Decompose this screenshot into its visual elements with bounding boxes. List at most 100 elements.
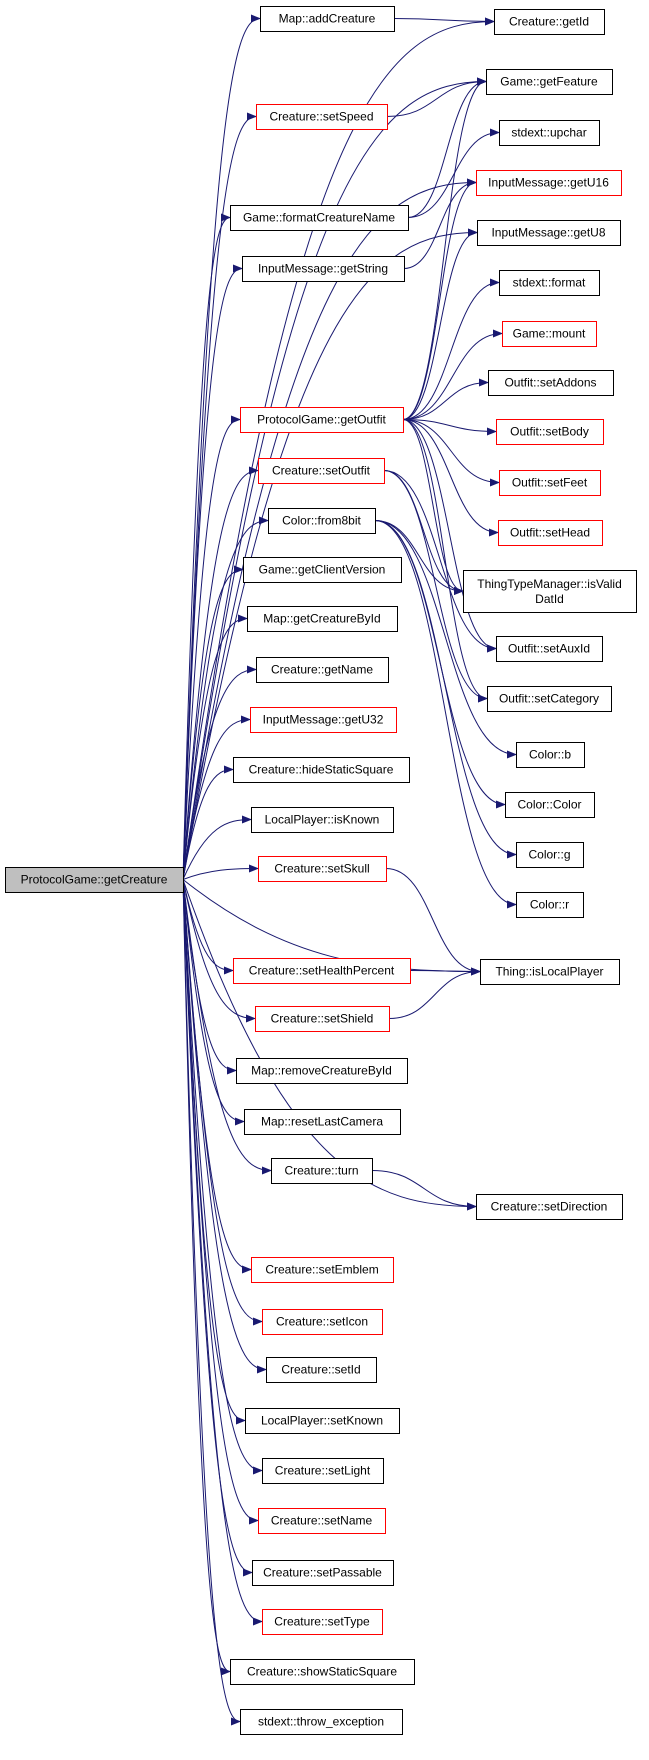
node-creature-get-name[interactable]: Creature::getName	[256, 657, 389, 683]
node-box-stdext-format	[499, 270, 600, 296]
node-box-outfit-set-addons	[488, 370, 614, 396]
node-outfit-set-body[interactable]: Outfit::setBody	[496, 419, 604, 445]
node-creature-hide-static-square[interactable]: Creature::hideStaticSquare	[233, 757, 410, 783]
node-box-creature-set-passable	[252, 1560, 394, 1586]
node-box-map-remove-creature-by-id	[236, 1058, 408, 1084]
node-stdext-throw-exception[interactable]: stdext::throw_exception	[240, 1709, 403, 1735]
node-creature-get-id[interactable]: Creature::getId	[494, 9, 605, 35]
node-map-reset-last-camera[interactable]: Map::resetLastCamera	[244, 1109, 401, 1135]
node-creature-set-direction[interactable]: Creature::setDirection	[476, 1194, 623, 1220]
node-box-color-g	[516, 842, 584, 868]
node-box-color-color	[505, 792, 595, 818]
node-box-creature-set-health-percent	[233, 958, 411, 984]
node-map-remove-creature-by-id[interactable]: Map::removeCreatureById	[236, 1058, 408, 1084]
node-outfit-set-head[interactable]: Outfit::setHead	[498, 520, 603, 546]
node-input-message-get-u8[interactable]: InputMessage::getU8	[477, 220, 621, 246]
edge-protocol-game-get-outfit-to-thing-type-manager-is-valid-dat-id	[402, 419, 464, 595]
node-label-local-player-is-known: LocalPlayer::isKnown	[265, 813, 380, 827]
node-label-stdext-format: stdext::format	[513, 276, 586, 290]
node-box-root	[5, 867, 184, 893]
edge-root-to-map-reset-last-camera	[182, 879, 245, 1126]
edge-root-to-creature-get-id	[182, 17, 495, 880]
node-protocol-game-get-outfit[interactable]: ProtocolGame::getOutfit	[240, 407, 404, 433]
node-label-root: ProtocolGame::getCreature	[21, 873, 168, 887]
node-label-creature-set-direction: Creature::setDirection	[491, 1200, 608, 1214]
node-outfit-set-addons[interactable]: Outfit::setAddons	[488, 370, 614, 396]
node-outfit-set-aux-id[interactable]: Outfit::setAuxId	[496, 636, 603, 662]
edge-root-to-color-from8bit	[182, 516, 269, 880]
edge-root-to-protocol-game-get-outfit	[182, 415, 241, 880]
node-outfit-set-feet[interactable]: Outfit::setFeet	[499, 470, 601, 496]
node-color-b[interactable]: Color::b	[516, 742, 585, 768]
edge-root-to-creature-turn	[182, 879, 272, 1175]
edge-protocol-game-get-outfit-to-input-message-get-u16	[402, 178, 477, 420]
node-creature-set-health-percent[interactable]: Creature::setHealthPercent	[233, 958, 411, 984]
node-box-input-message-get-u32	[250, 707, 397, 733]
node-color-r[interactable]: Color::r	[516, 892, 584, 918]
edge-root-to-creature-set-outfit	[182, 466, 259, 880]
edge-root-to-map-get-creature-by-id	[182, 614, 248, 880]
node-creature-set-skull[interactable]: Creature::setSkull	[258, 856, 387, 882]
node-local-player-set-known[interactable]: LocalPlayer::setKnown	[245, 1408, 400, 1434]
edge-root-to-local-player-is-known	[182, 815, 252, 880]
node-root[interactable]: ProtocolGame::getCreature	[5, 867, 184, 893]
node-box-game-get-client-version	[243, 557, 402, 583]
edge-creature-set-outfit-to-outfit-set-aux-id	[383, 470, 497, 653]
node-creature-set-shield[interactable]: Creature::setShield	[255, 1006, 390, 1032]
node-creature-set-icon[interactable]: Creature::setIcon	[262, 1309, 383, 1335]
edge-root-to-creature-set-icon	[182, 879, 263, 1326]
edge-root-to-creature-set-type	[182, 879, 263, 1626]
node-input-message-get-u32[interactable]: InputMessage::getU32	[250, 707, 397, 733]
node-label-map-add-creature: Map::addCreature	[279, 12, 376, 26]
node-label-outfit-set-feet: Outfit::setFeet	[512, 476, 588, 490]
node-color-g[interactable]: Color::g	[516, 842, 584, 868]
node-creature-turn[interactable]: Creature::turn	[271, 1158, 373, 1184]
node-stdext-upchar[interactable]: stdext::upchar	[499, 120, 600, 146]
node-local-player-is-known[interactable]: LocalPlayer::isKnown	[251, 807, 394, 833]
edge-root-to-creature-set-health-percent	[182, 879, 234, 975]
node-creature-set-id[interactable]: Creature::setId	[266, 1357, 377, 1383]
node-stdext-format[interactable]: stdext::format	[499, 270, 600, 296]
edge-root-to-creature-set-name	[182, 879, 259, 1525]
node-creature-set-outfit[interactable]: Creature::setOutfit	[258, 458, 385, 484]
node-label-creature-show-static-square: Creature::showStaticSquare	[247, 1665, 397, 1679]
node-box-map-get-creature-by-id	[247, 606, 398, 632]
node-creature-set-speed[interactable]: Creature::setSpeed	[256, 104, 388, 130]
node-creature-set-passable[interactable]: Creature::setPassable	[252, 1560, 394, 1586]
node-game-get-client-version[interactable]: Game::getClientVersion	[243, 557, 402, 583]
node-creature-set-light[interactable]: Creature::setLight	[262, 1458, 384, 1484]
node-input-message-get-string[interactable]: InputMessage::getString	[242, 256, 405, 282]
edge-map-add-creature-to-creature-get-id	[393, 17, 495, 26]
node-game-format-creature-name[interactable]: Game::formatCreatureName	[230, 205, 409, 231]
node-creature-show-static-square[interactable]: Creature::showStaticSquare	[230, 1659, 415, 1685]
node-box-map-add-creature	[260, 6, 395, 32]
node-map-get-creature-by-id[interactable]: Map::getCreatureById	[247, 606, 398, 632]
node-color-from8bit[interactable]: Color::from8bit	[268, 508, 376, 534]
node-game-get-feature[interactable]: Game::getFeature	[486, 69, 613, 95]
node-thing-is-local-player[interactable]: Thing::isLocalPlayer	[480, 959, 620, 985]
node-label-stdext-upchar: stdext::upchar	[511, 126, 586, 140]
edge-creature-set-health-percent-to-thing-is-local-player	[409, 967, 481, 976]
node-creature-set-name[interactable]: Creature::setName	[258, 1508, 386, 1534]
edge-root-to-creature-set-skull	[182, 864, 259, 880]
node-label-game-format-creature-name: Game::formatCreatureName	[243, 211, 395, 225]
node-outfit-set-category[interactable]: Outfit::setCategory	[487, 686, 612, 712]
node-box-game-format-creature-name	[230, 205, 409, 231]
edge-root-to-input-message-get-u32	[182, 715, 251, 880]
node-label-protocol-game-get-outfit: ProtocolGame::getOutfit	[257, 413, 386, 427]
node-label-input-message-get-u8: InputMessage::getU8	[491, 226, 605, 240]
node-creature-set-emblem[interactable]: Creature::setEmblem	[251, 1257, 394, 1283]
node-input-message-get-u16[interactable]: InputMessage::getU16	[476, 170, 622, 196]
node-label-creature-set-shield: Creature::setShield	[271, 1012, 374, 1026]
node-label-outfit-set-addons: Outfit::setAddons	[504, 376, 596, 390]
node-color-color[interactable]: Color::Color	[505, 792, 595, 818]
node-box-creature-set-type	[262, 1609, 383, 1635]
node-map-add-creature[interactable]: Map::addCreature	[260, 6, 395, 32]
node-creature-set-type[interactable]: Creature::setType	[262, 1609, 383, 1635]
edge-protocol-game-get-outfit-to-outfit-set-category	[402, 419, 488, 703]
node-box-input-message-get-string	[242, 256, 405, 282]
node-game-mount[interactable]: Game::mount	[502, 321, 597, 347]
edge-root-to-creature-set-shield	[182, 879, 256, 1023]
node-label-creature-turn: Creature::turn	[284, 1164, 358, 1178]
